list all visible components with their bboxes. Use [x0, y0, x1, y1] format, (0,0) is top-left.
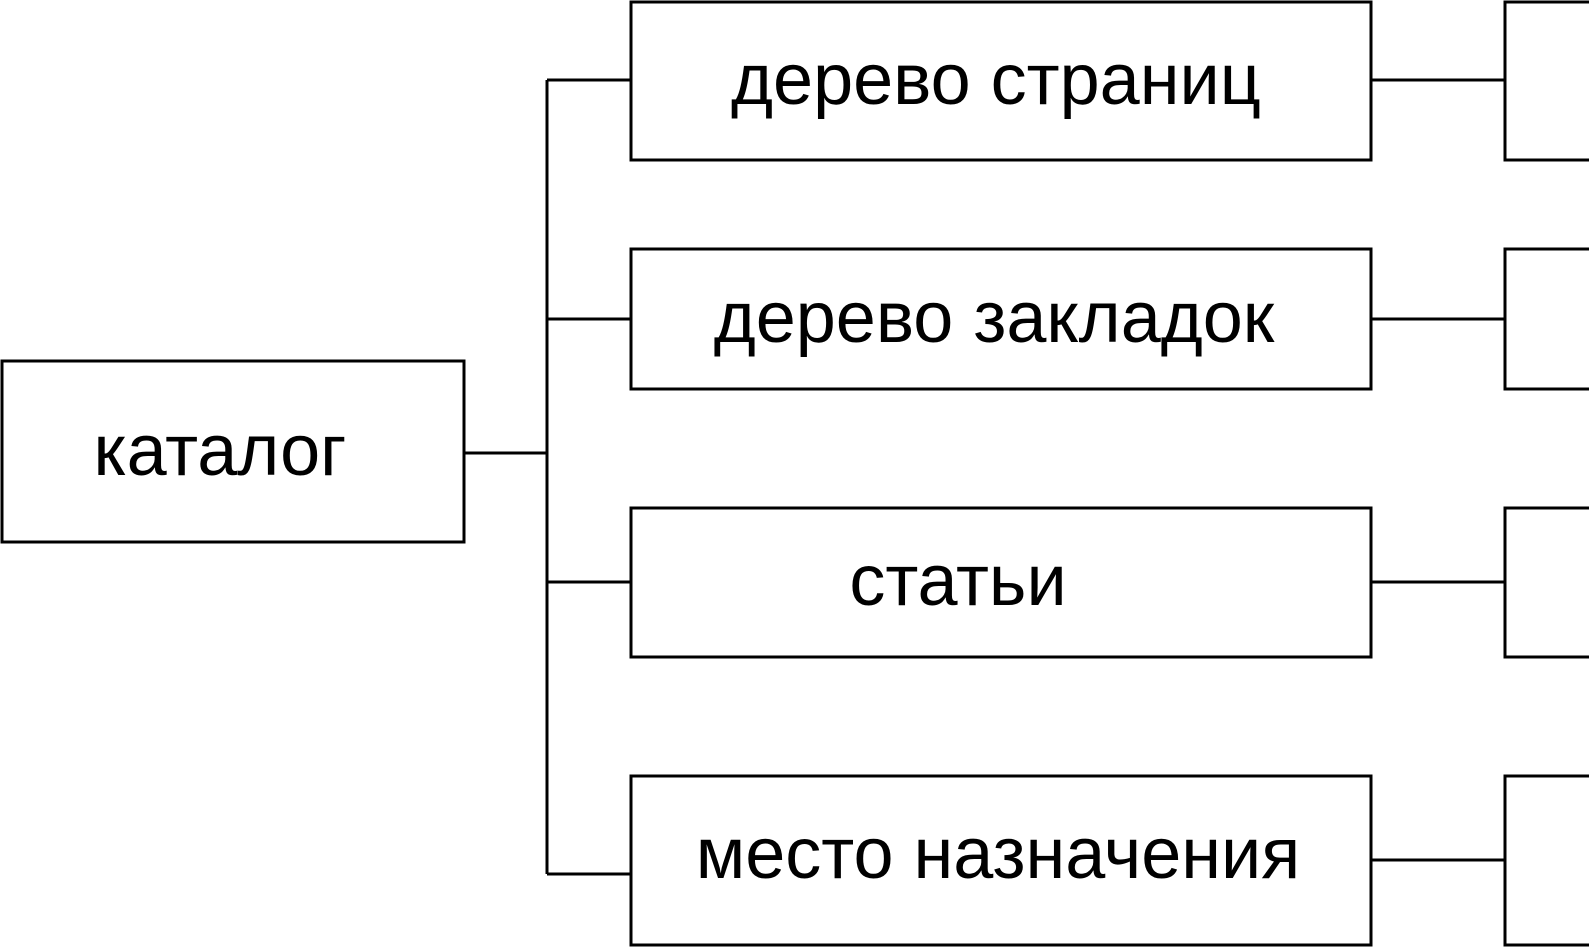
child-node-articles: статьи	[547, 506, 1589, 659]
cropped-target-box	[1503, 774, 1589, 947]
child-node-label: место назначения	[696, 814, 1301, 894]
root-node-label: каталог	[94, 411, 347, 491]
child-node-page-tree: дерево страниц	[547, 0, 1589, 162]
child-node-destination: место назначения	[547, 774, 1589, 947]
root-node: каталог	[0, 359, 466, 544]
child-node-box	[629, 247, 1373, 391]
child-node-label: статьи	[849, 541, 1066, 621]
cropped-target-box	[1503, 0, 1589, 162]
child-node-box	[629, 506, 1373, 659]
child-node-box	[629, 774, 1373, 947]
cropped-target-box	[1503, 247, 1589, 391]
child-node-label: дерево закладок	[714, 278, 1275, 358]
child-node-bookmark-tree: дерево закладок	[547, 247, 1589, 391]
cropped-target-box	[1503, 506, 1589, 659]
child-node-label: дерево страниц	[731, 40, 1261, 120]
root-node-box	[0, 359, 466, 544]
child-node-box	[629, 0, 1373, 162]
